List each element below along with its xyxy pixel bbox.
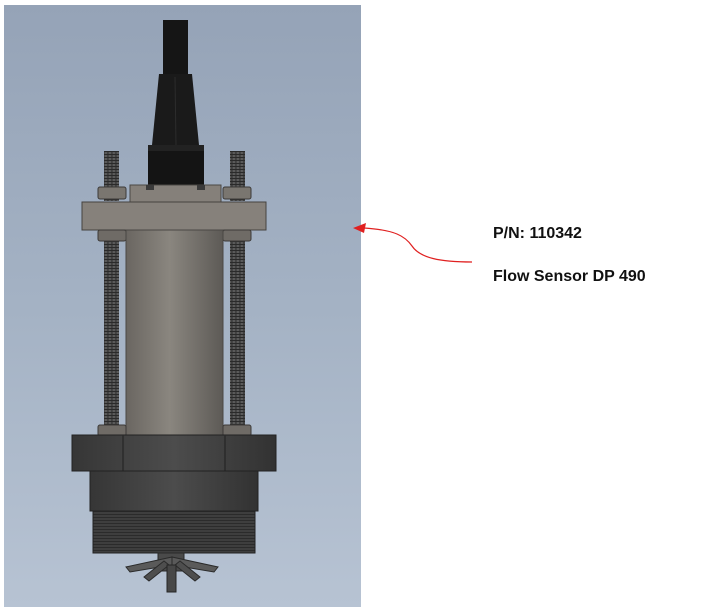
flange-nuts	[97, 229, 252, 242]
product-description-label: Flow Sensor DP 490	[493, 268, 646, 285]
threaded-rods	[104, 151, 245, 429]
sensor-render	[4, 5, 361, 607]
upper-nuts	[97, 186, 252, 200]
flow-sensor-illustration	[71, 20, 277, 593]
lower-housing	[89, 470, 259, 554]
arrow-line	[363, 227, 473, 263]
lower-nuts	[97, 424, 252, 437]
cable	[148, 20, 204, 185]
bottom-flange	[71, 434, 277, 472]
sensor-tip	[125, 552, 219, 593]
part-number-label: P/N: 110342	[493, 225, 582, 242]
arrow-head-icon	[353, 223, 366, 233]
main-body	[125, 229, 224, 436]
top-flange	[81, 201, 267, 231]
